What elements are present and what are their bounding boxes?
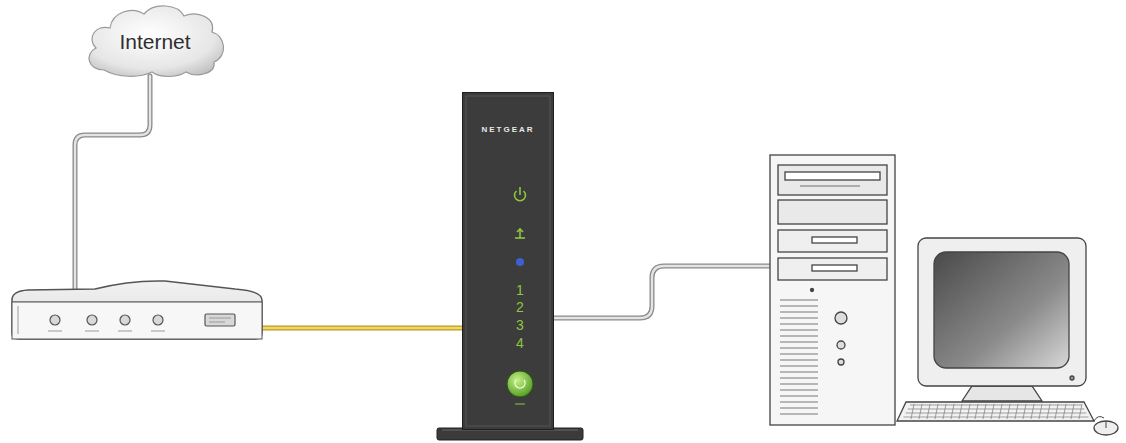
port-number: 3 [516, 318, 524, 333]
internet-cloud: Internet [82, 2, 228, 78]
computer-tower [770, 155, 895, 425]
port-number: 4 [516, 336, 524, 351]
cloud-outline [89, 6, 224, 77]
keyboard [897, 402, 1094, 421]
wps-mark [515, 404, 525, 405]
yellow-ethernet-cable [262, 326, 464, 331]
lan-cable [553, 266, 771, 318]
internet-led [515, 229, 525, 238]
wireless-led [516, 258, 524, 266]
router-body [463, 93, 554, 430]
internet-wire [75, 76, 150, 292]
internet-wire-core [75, 76, 150, 292]
power-led [515, 187, 526, 201]
brand-label: NETGEAR [481, 126, 534, 135]
router-tower: NETGEAR 1 2 3 4 [462, 92, 554, 430]
mouse [1094, 417, 1118, 435]
port-number: 2 [516, 300, 524, 315]
modem [12, 281, 262, 339]
monitor [918, 238, 1086, 401]
lan-cable-core [553, 266, 771, 318]
wps-icon [515, 380, 525, 388]
router-shape [462, 92, 554, 430]
router-bezel [466, 96, 550, 426]
cloud-label: Internet [119, 30, 190, 53]
yellow-ethernet-cable-core [262, 327, 464, 330]
port-number: 1 [516, 283, 524, 298]
wps-button [507, 371, 533, 397]
